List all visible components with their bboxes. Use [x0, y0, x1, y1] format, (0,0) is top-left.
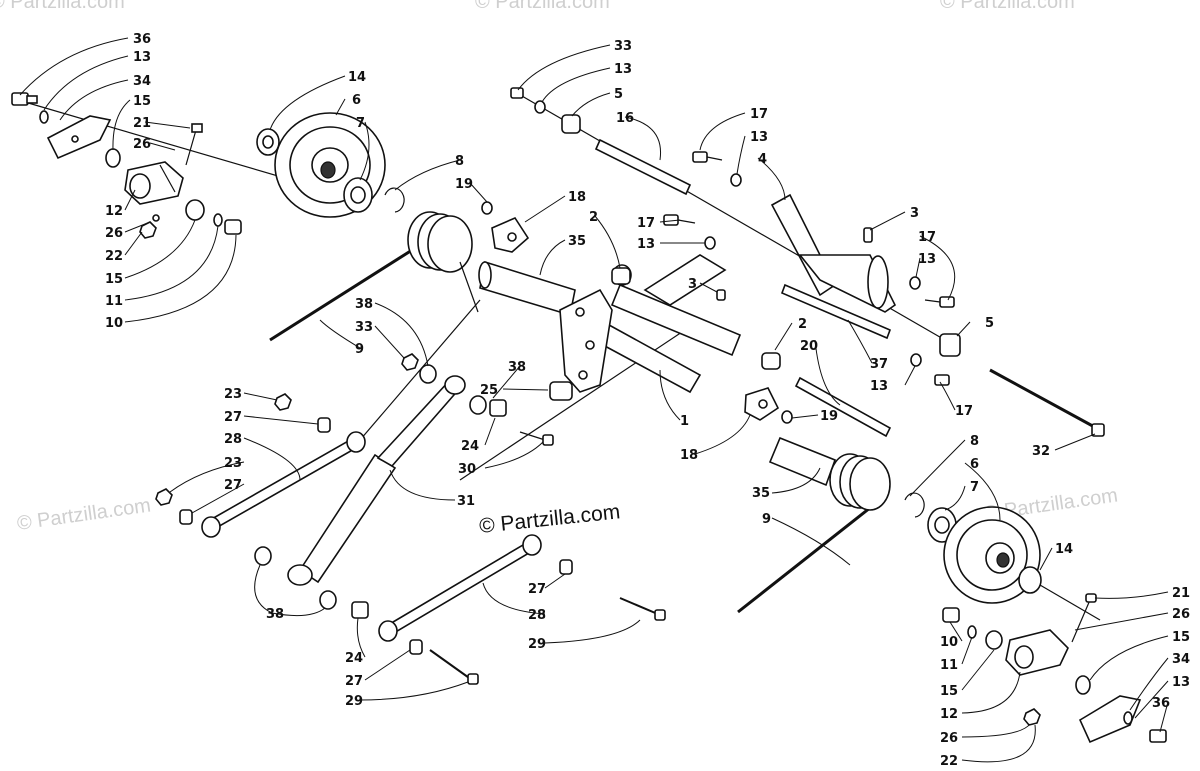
callout-13: 13 — [870, 379, 888, 394]
callout-2: 2 — [589, 210, 598, 225]
callout-19: 19 — [455, 177, 473, 192]
callout-34: 34 — [1172, 652, 1190, 667]
callout-25: 25 — [480, 383, 498, 398]
callout-23: 23 — [224, 456, 242, 471]
callout-15: 15 — [1172, 630, 1190, 645]
callout-5: 5 — [614, 87, 623, 102]
callout-2: 2 — [798, 317, 807, 332]
callout-21: 21 — [133, 116, 151, 131]
callout-33: 33 — [355, 320, 373, 335]
callout-8: 8 — [455, 154, 464, 169]
callout-27: 27 — [528, 582, 546, 597]
callout-4: 4 — [758, 152, 767, 167]
callout-7: 7 — [356, 116, 365, 131]
callout-29: 29 — [345, 694, 363, 709]
callout-13: 13 — [1172, 675, 1190, 690]
callout-1: 1 — [680, 414, 689, 429]
callout-13: 13 — [637, 237, 655, 252]
copyright-text: © Partzilla.com — [478, 500, 621, 538]
callout-30: 30 — [458, 462, 476, 477]
callout-9: 9 — [762, 512, 771, 527]
leader-lines — [19, 37, 1169, 763]
callout-31: 31 — [457, 494, 475, 509]
callout-8: 8 — [970, 434, 979, 449]
callout-38: 38 — [508, 360, 526, 375]
callout-6: 6 — [352, 93, 361, 108]
watermark: © Partzilla.com — [475, 0, 610, 13]
callout-15: 15 — [940, 684, 958, 699]
callout-35: 35 — [568, 234, 586, 249]
callout-13: 13 — [750, 130, 768, 145]
callout-26: 26 — [1172, 607, 1190, 622]
watermark: © Partzilla.com — [0, 0, 125, 13]
watermark: © Partzilla.com — [16, 494, 153, 535]
callout-38: 38 — [355, 297, 373, 312]
callout-36: 36 — [1152, 696, 1170, 711]
callout-24: 24 — [461, 439, 479, 454]
callout-38: 38 — [266, 607, 284, 622]
upper-right-shaft-assembly — [510, 87, 1105, 437]
callout-13: 13 — [614, 62, 632, 77]
central-frame — [359, 254, 892, 487]
callout-27: 27 — [224, 478, 242, 493]
callout-29: 29 — [528, 637, 546, 652]
callout-20: 20 — [800, 339, 818, 354]
callout-11: 11 — [105, 294, 123, 309]
callout-26: 26 — [105, 226, 123, 241]
callout-22: 22 — [940, 754, 958, 769]
callout-7: 7 — [970, 480, 979, 495]
callout-12: 12 — [940, 707, 958, 722]
callout-21: 21 — [1172, 586, 1190, 601]
callout-26: 26 — [133, 137, 151, 152]
callout-13: 13 — [133, 50, 151, 65]
callout-24: 24 — [345, 651, 363, 666]
callout-3: 3 — [688, 277, 697, 292]
callout-5: 5 — [985, 316, 994, 331]
callout-9: 9 — [355, 342, 364, 357]
callout-3: 3 — [910, 206, 919, 221]
callout-35: 35 — [752, 486, 770, 501]
callout-26: 26 — [940, 731, 958, 746]
upper-spring-assembly — [269, 201, 632, 342]
callout-10: 10 — [940, 635, 958, 650]
callout-17: 17 — [918, 230, 936, 245]
callout-14: 14 — [348, 70, 366, 85]
callout-32: 32 — [1032, 444, 1050, 459]
callout-23: 23 — [224, 387, 242, 402]
callout-28: 28 — [528, 608, 546, 623]
callout-14: 14 — [1055, 542, 1073, 557]
callout-37: 37 — [870, 357, 888, 372]
callout-19: 19 — [820, 409, 838, 424]
callout-18: 18 — [568, 190, 586, 205]
callout-36: 36 — [133, 32, 151, 47]
callout-22: 22 — [105, 249, 123, 264]
callout-13: 13 — [918, 252, 936, 267]
callout-17: 17 — [955, 404, 973, 419]
shock-and-link-assembly — [155, 353, 666, 685]
callout-17: 17 — [750, 107, 768, 122]
callout-33: 33 — [614, 39, 632, 54]
callout-labels: 36 13 34 15 21 26 12 26 22 15 11 10 14 6… — [105, 32, 1190, 769]
callout-12: 12 — [105, 204, 123, 219]
callout-27: 27 — [224, 410, 242, 425]
callout-34: 34 — [133, 74, 151, 89]
callout-28: 28 — [224, 432, 242, 447]
watermark: © Partzilla.com — [940, 0, 1075, 13]
callout-17: 17 — [637, 216, 655, 231]
callout-10: 10 — [105, 316, 123, 331]
callout-15: 15 — [105, 272, 123, 287]
callout-18: 18 — [680, 448, 698, 463]
callout-15: 15 — [133, 94, 151, 109]
callout-16: 16 — [616, 111, 634, 126]
callout-11: 11 — [940, 658, 958, 673]
upper-left-wheel-assembly — [11, 92, 405, 239]
callout-27: 27 — [345, 674, 363, 689]
callout-6: 6 — [970, 457, 979, 472]
lower-right-wheel-assembly — [737, 453, 1167, 744]
